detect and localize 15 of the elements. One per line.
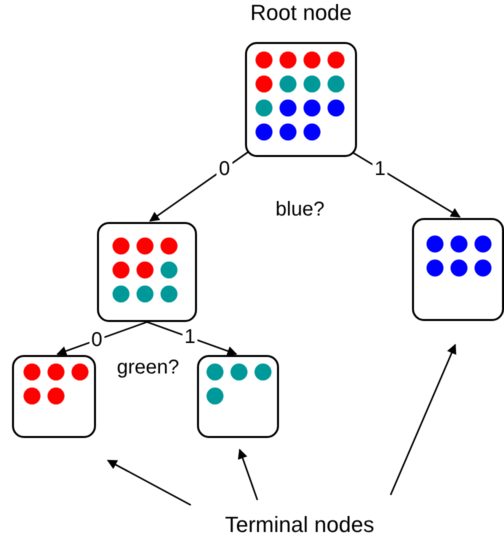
leader-arrow xyxy=(106,460,192,506)
arrow xyxy=(352,151,461,218)
node-box xyxy=(12,355,96,438)
node-title: Root node xyxy=(250,0,352,26)
arrow xyxy=(146,321,238,356)
node-box xyxy=(412,218,504,321)
leader-arrow xyxy=(238,448,258,500)
node-label: Terminal nodes xyxy=(225,512,374,537)
question-label: green? xyxy=(116,356,180,380)
node-box xyxy=(97,222,197,322)
arrow xyxy=(149,151,248,222)
question-label: blue? xyxy=(276,198,324,222)
leader-arrow xyxy=(390,344,456,496)
arrow xyxy=(56,321,148,356)
node-box xyxy=(197,355,279,438)
